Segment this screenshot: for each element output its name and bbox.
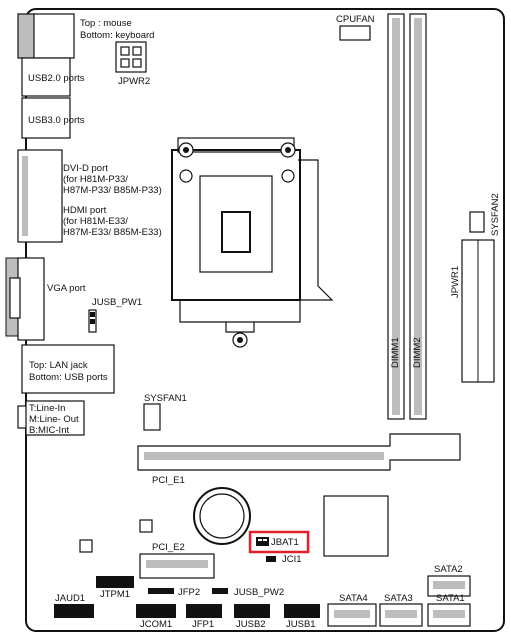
cmos-battery: [193, 487, 251, 545]
sata1-label: SATA1: [436, 593, 465, 604]
sata4-label: SATA4: [339, 593, 368, 604]
vga-port: [5, 257, 45, 341]
sysfan2-header: [469, 211, 485, 233]
lan-top-label: Top: LAN jack: [29, 360, 88, 371]
jusb-pw1-jumper: [88, 309, 97, 333]
pci-e1-slot: [137, 433, 461, 471]
jfp2-header: [148, 588, 174, 594]
sysfan2-label: SYSFAN2: [490, 193, 501, 236]
jaud1-header: [54, 604, 94, 618]
chipset: [323, 495, 389, 557]
usb30-ports: [21, 97, 71, 139]
sata2-label: SATA2: [434, 564, 463, 575]
dimm2-slot: [409, 13, 427, 420]
jbat1-label: JBAT1: [271, 537, 299, 548]
jusb-pw2-label: JUSB_PW2: [234, 587, 284, 598]
jusb-pw2-jumper: [212, 588, 228, 594]
jusb-pw1-label: JUSB_PW1: [92, 297, 142, 308]
lan-usb-ports: [21, 344, 115, 394]
usb30-label: USB3.0 ports: [28, 115, 85, 126]
ps2-port: [17, 13, 75, 59]
pci-e2-label: PCI_E2: [152, 542, 185, 553]
dvid-label-1: DVI-D port: [63, 163, 108, 174]
dvi-hdmi-port: [17, 149, 63, 243]
jci1-label: JCI1: [282, 554, 302, 565]
jaud1-label: JAUD1: [55, 593, 85, 604]
small-square-2: [79, 539, 93, 553]
usb20-ports: [21, 57, 71, 97]
jbat1-jumper: [256, 537, 269, 546]
hdmi-label-1: HDMI port: [63, 205, 107, 216]
small-square-1: [139, 519, 153, 533]
jpwr1-label: JPWR1: [450, 266, 461, 298]
lan-bottom-label: Bottom: USB ports: [29, 372, 108, 383]
cpu-socket: [171, 137, 334, 348]
cpufan-label: CPUFAN: [336, 14, 375, 25]
jtpm1-label: JTPM1: [100, 589, 130, 600]
vga-label: VGA port: [47, 283, 86, 294]
dimm1-label: DIMM1: [390, 337, 401, 368]
sysfan1-label: SYSFAN1: [144, 393, 187, 404]
jusb1-header: [284, 604, 320, 618]
audio-t-label: T:Line-In: [29, 403, 65, 414]
jpwr2-label: JPWR2: [118, 76, 150, 87]
jpwr2-connector: [115, 41, 147, 73]
hdmi-label-3: H87M-E33/ B85M-E33): [63, 227, 162, 238]
hdmi-label-2: (for H81M-E33/: [63, 216, 128, 227]
audio-b-label: B:MIC-Int: [29, 425, 69, 436]
audio-m-label: M:Line- Out: [29, 414, 79, 425]
sata3-label: SATA3: [384, 593, 413, 604]
jusb1-label: JUSB1: [286, 619, 316, 630]
dvid-label-2: (for H81M-P33/: [63, 174, 128, 185]
ps2-bottom-label: Bottom: keyboard: [80, 30, 154, 41]
jfp1-label: JFP1: [192, 619, 214, 630]
dimm2-label: DIMM2: [412, 337, 423, 368]
jusb2-label: JUSB2: [236, 619, 266, 630]
sata1-port: [427, 603, 471, 627]
jfp1-header: [186, 604, 222, 618]
jcom1-label: JCOM1: [140, 619, 172, 630]
jci1-header: [266, 556, 276, 562]
jfp2-label: JFP2: [178, 587, 200, 598]
ps2-top-label: Top : mouse: [80, 18, 132, 29]
usb20-label: USB2.0 ports: [28, 73, 85, 84]
sata4-port: [327, 603, 377, 627]
cpufan-header: [339, 25, 371, 41]
jcom1-header: [136, 604, 176, 618]
pci-e1-label: PCI_E1: [152, 475, 185, 486]
dimm1-slot: [387, 13, 405, 420]
jbat1-highlight: [248, 530, 310, 554]
jtpm1-header: [96, 576, 134, 588]
jpwr1-connector: [461, 239, 495, 383]
sata3-port: [379, 603, 423, 627]
jusb2-header: [234, 604, 270, 618]
pci-e2-slot: [139, 553, 215, 579]
sysfan1-header: [143, 403, 161, 431]
dvid-label-3: H87M-P33/ B85M-P33): [63, 185, 162, 196]
sata2-port: [427, 575, 471, 597]
audio-jacks: [17, 400, 85, 436]
